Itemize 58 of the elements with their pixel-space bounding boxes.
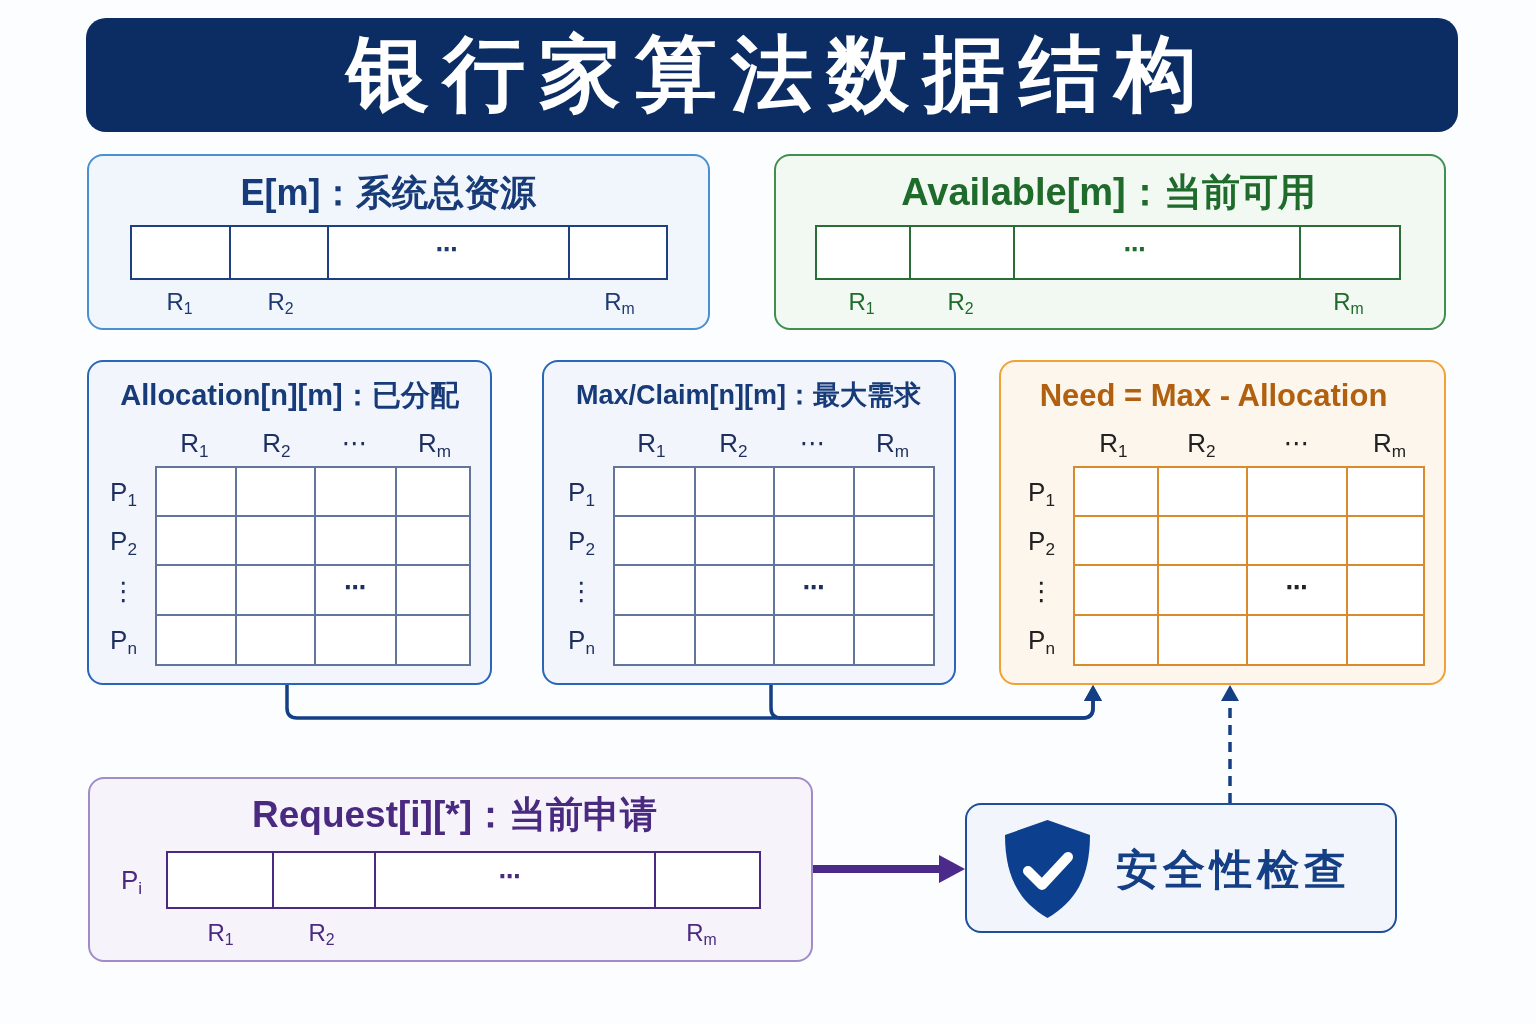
panel-heading: Request[i][*]：当前申请 [252,794,657,835]
index-label: R$_{m}$ [604,288,635,315]
matrix-panel [999,360,1446,685]
column-header: R$_{m}$ [875,428,910,457]
column-header: R$_{1}$ [637,428,666,457]
column-header: R$_{2}$ [262,428,291,457]
ellipsis: ⋯ [498,864,521,889]
row-header: P$_{2}$ [568,526,595,555]
column-header: R$_{2}$ [1187,428,1216,457]
ellipsis: ⋯ [1123,237,1146,262]
box-label: 安全性检查 [1116,846,1351,893]
array-panel [88,777,813,962]
column-header: ⋯ [799,428,826,457]
row-header: ⋮ [1028,576,1055,605]
row-header: P$_{n}$ [1028,625,1055,654]
row-header: P$_{n}$ [110,625,137,654]
dashed-arrow [1221,685,1239,803]
row-header: P$_{2}$ [110,526,137,555]
column-header: R$_{m}$ [417,428,452,457]
row-header: ⋮ [110,576,137,605]
column-header: R$_{m}$ [1372,428,1407,457]
row-header: P$_{i}$ [120,865,143,894]
array-panel [87,154,710,330]
arrow [813,855,965,883]
index-label: R$_{1}$ [848,288,875,315]
array-panel [774,154,1446,330]
index-label: R$_{1}$ [207,919,234,946]
column-header: ⋯ [341,428,368,457]
column-header: R$_{1}$ [180,428,209,457]
ellipsis: ⋯ [435,237,458,262]
panel-heading: E[m]：系统总资源 [240,172,537,213]
ellipsis: ⋯ [802,575,825,600]
index-label: R$_{2}$ [267,288,294,315]
index-label: R$_{1}$ [166,288,193,315]
row-header: P$_{n}$ [568,625,595,654]
row-header: P$_{1}$ [568,477,595,506]
row-header: P$_{2}$ [1028,526,1055,555]
title-banner: 银行家算法数据结构 [86,18,1458,132]
index-label: R$_{2}$ [947,288,974,315]
index-label: R$_{2}$ [308,919,335,946]
column-header: ⋯ [1283,428,1310,457]
column-header: R$_{1}$ [1099,428,1128,457]
column-header: R$_{2}$ [719,428,748,457]
index-label: R$_{m}$ [1333,288,1364,315]
process-box [965,803,1397,933]
matrix-panel [542,360,956,685]
panel-heading: Available[m]：当前可用 [901,171,1316,214]
row-header: P$_{1}$ [110,477,137,506]
panel-heading: Allocation[n][m]：已分配 [120,379,459,412]
row-header: P$_{1}$ [1028,477,1055,506]
panel-heading: Need = Max - Allocation [1039,378,1388,413]
row-header: ⋮ [568,576,595,605]
matrix-panel [87,360,492,685]
arrow [769,685,1102,720]
index-label: R$_{m}$ [686,919,717,946]
panel-heading: Max/Claim[n][m]：最大需求 [576,380,921,411]
ellipsis: ⋯ [344,575,366,600]
ellipsis: ⋯ [1285,575,1308,600]
